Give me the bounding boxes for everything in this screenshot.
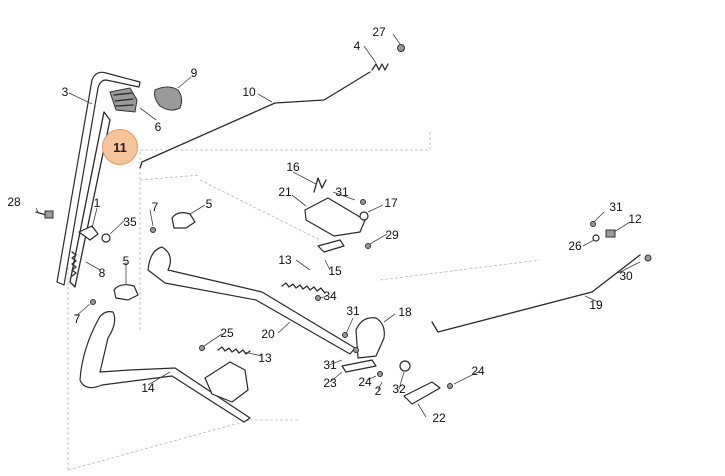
part-11-bent-rod <box>68 110 112 289</box>
callout-10[interactable]: 10 <box>242 85 256 99</box>
part-13-spring-lower <box>217 346 251 355</box>
callout-20[interactable]: 20 <box>261 327 275 341</box>
part-18-mechanism <box>355 317 385 359</box>
callout-6[interactable]: 6 <box>154 120 162 134</box>
part-29-screw <box>365 243 371 249</box>
part-3-lever <box>56 71 141 286</box>
callout-27[interactable]: 27 <box>372 25 386 39</box>
callout-34[interactable]: 34 <box>323 289 337 303</box>
part-1-bracket <box>78 225 99 241</box>
callout-31-d[interactable]: 31 <box>609 200 623 214</box>
part-17-washer <box>359 211 369 221</box>
part-7-pin-upper <box>150 227 156 233</box>
callout-8[interactable]: 8 <box>98 266 106 280</box>
callout-23[interactable]: 23 <box>323 376 337 390</box>
part-9-knob <box>154 86 183 111</box>
part-27-screw <box>397 44 405 52</box>
callout-19[interactable]: 19 <box>589 298 603 312</box>
part-14-frame <box>79 311 251 423</box>
callout-15[interactable]: 15 <box>328 264 342 278</box>
part-35-nut <box>101 233 111 243</box>
callout-4[interactable]: 4 <box>353 39 361 53</box>
part-8-spring <box>71 251 77 277</box>
part-19-rod <box>430 253 642 334</box>
part-5-bracket-upper <box>171 212 196 229</box>
part-28-bolt <box>35 210 54 219</box>
callout-35[interactable]: 35 <box>123 215 137 229</box>
part-34-pin <box>315 295 321 301</box>
leader-lines <box>35 33 641 418</box>
callout-13-upper[interactable]: 13 <box>278 253 292 267</box>
part-10-rod <box>138 70 372 170</box>
callout-31-c[interactable]: 31 <box>323 358 337 372</box>
part-31-screw-a <box>360 199 366 205</box>
part-21-bracket <box>304 197 366 237</box>
callout-25[interactable]: 25 <box>220 326 234 340</box>
callout-2[interactable]: 2 <box>374 384 382 398</box>
callout-3[interactable]: 3 <box>61 85 69 99</box>
part-12-fitting <box>605 229 616 238</box>
part-15-plate <box>317 239 345 253</box>
callout-5-upper[interactable]: 5 <box>205 197 213 211</box>
callout-28[interactable]: 28 <box>7 195 21 209</box>
part-31-screw-d <box>590 221 596 227</box>
callout-30[interactable]: 30 <box>619 269 633 283</box>
part-26-washer <box>592 234 600 242</box>
part-32-washer <box>399 360 411 372</box>
callout-9[interactable]: 9 <box>190 66 198 80</box>
callout-5-lower[interactable]: 5 <box>122 254 130 268</box>
part-4-spring <box>371 63 389 71</box>
callout-31-a[interactable]: 31 <box>335 185 349 199</box>
part-25-pin <box>199 345 205 351</box>
part-5-bracket-lower <box>113 284 139 301</box>
callout-14[interactable]: 14 <box>141 381 155 395</box>
callout-29[interactable]: 29 <box>385 228 399 242</box>
callout-13-lower[interactable]: 13 <box>258 351 272 365</box>
callout-7-upper[interactable]: 7 <box>151 200 159 214</box>
callout-22[interactable]: 22 <box>432 411 446 425</box>
dashed-guide-lines <box>67 130 541 471</box>
callout-7-lower[interactable]: 7 <box>73 312 81 326</box>
part-20-shaft <box>147 246 356 355</box>
callout-26[interactable]: 26 <box>568 239 582 253</box>
callout-12[interactable]: 12 <box>628 212 642 226</box>
part-31-pin-c <box>353 347 359 353</box>
part-24-screw-b <box>447 383 453 389</box>
callout-1[interactable]: 1 <box>93 196 101 210</box>
callout-18[interactable]: 18 <box>398 305 412 319</box>
part-30-screw <box>644 254 652 262</box>
part-2-pin <box>377 371 383 377</box>
part-22-link <box>403 381 441 405</box>
part-6-latch <box>109 87 138 113</box>
callout-31-b[interactable]: 31 <box>346 304 360 318</box>
part-7-pin-lower <box>90 299 96 305</box>
part-13-spring-upper <box>281 282 325 293</box>
callout-24-left[interactable]: 24 <box>358 375 372 389</box>
callout-11-highlighted[interactable]: 11 <box>102 129 138 165</box>
callout-21[interactable]: 21 <box>278 185 292 199</box>
lower-bracket-plate <box>204 361 249 403</box>
part-16-clip <box>313 177 327 193</box>
callout-17[interactable]: 17 <box>384 196 398 210</box>
callout-16[interactable]: 16 <box>286 160 300 174</box>
callout-32[interactable]: 32 <box>392 382 406 396</box>
part-23-lever <box>341 359 377 373</box>
callout-24-right[interactable]: 24 <box>471 364 485 378</box>
